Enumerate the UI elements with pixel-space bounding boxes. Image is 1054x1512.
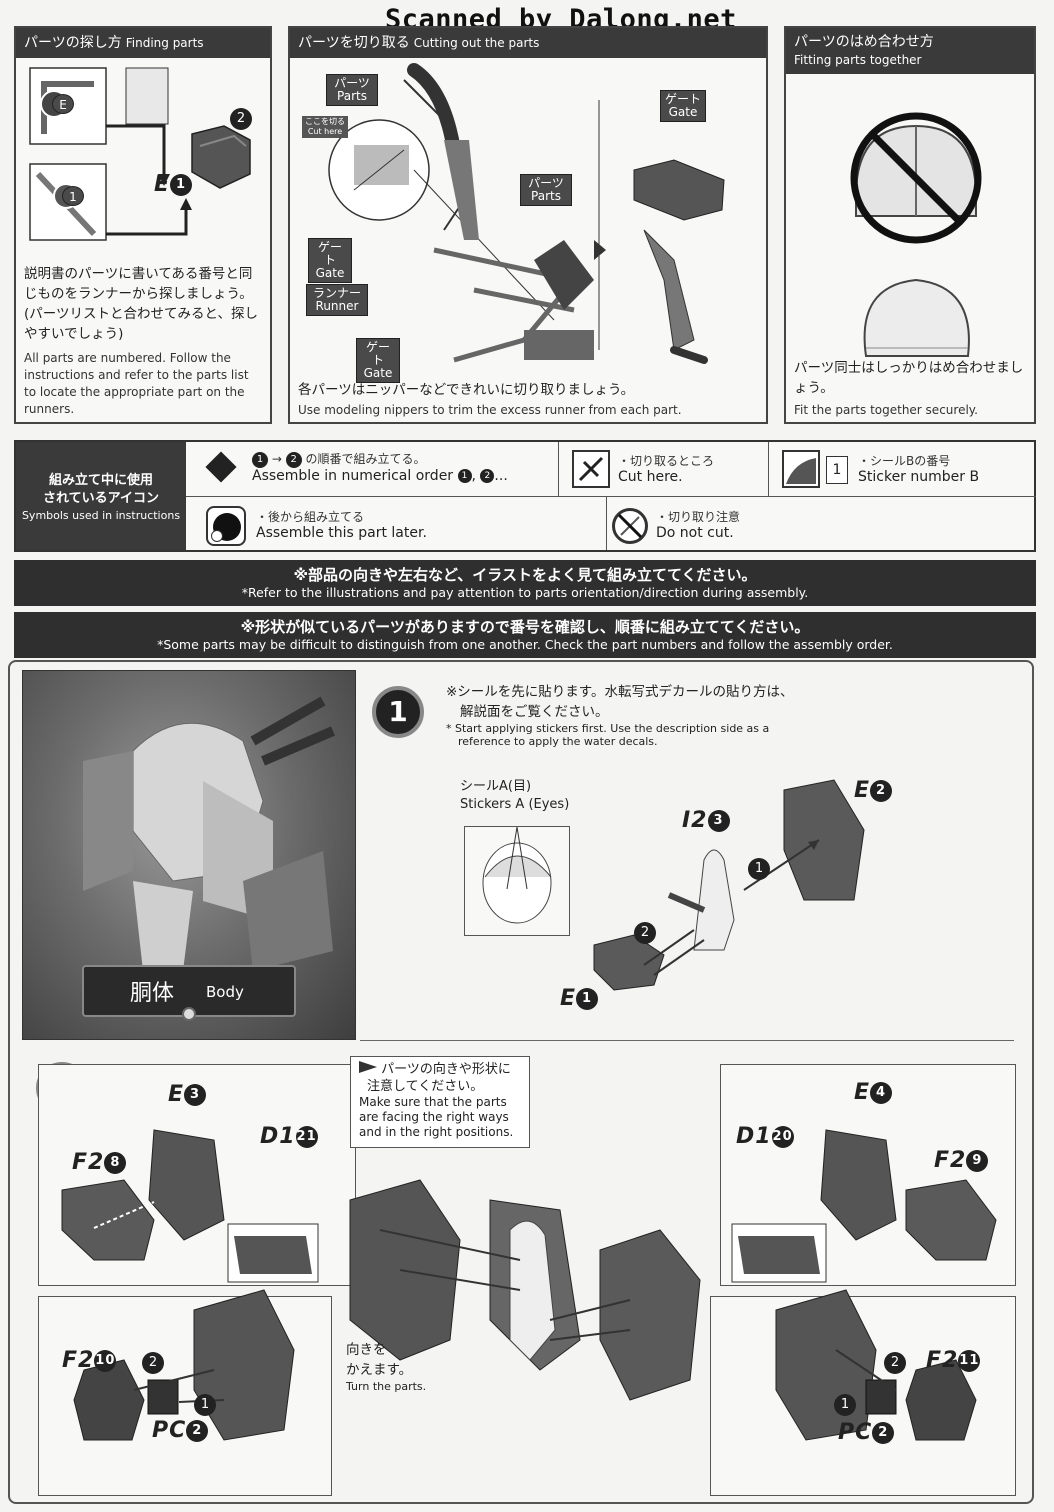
symbols-divider-v2 [768,442,769,496]
cutting-text-en: Use modeling nippers to trim the excess … [298,403,682,417]
cutting-parts-title-en: Cutting out the parts [413,36,540,50]
step1-illustration [593,779,865,991]
sticker-a-label: シールA(目) Stickers A (Eyes) [460,779,570,812]
step2-right-arrow-1: 1 [834,1394,856,1416]
body-label-dot-icon [182,1007,196,1021]
step2-part-d1-21: D121 [260,1124,318,1149]
finding-parts-title-jp: パーツの探し方 [24,35,122,51]
fitting-title-en: Fitting parts together [794,53,922,67]
fitting-text-jp: パーツ同士はしっかりはめ合わせましょう。 [794,360,1024,396]
cutting-parts-title-jp: パーツを切り取る [298,35,410,51]
fitting-parts-panel: パーツのはめ合わせ方 Fitting parts together パーツ同士は… [784,26,1036,424]
caution-line-1: パーツの向きや形状に [359,1061,521,1078]
symbols-table: 組み立て中に使用 されているアイコン Symbols used in instr… [14,440,1036,552]
cutting-illustration [328,63,725,364]
do-not-cut-icon [612,508,648,544]
cutting-text-jp: 各パーツはニッパーなどできれいに切り取りましょう。 [298,382,635,398]
robot-torso-image [83,696,335,971]
turn-parts-note: 向きを かえます。 Turn the parts. [346,1342,427,1393]
assembly-frame [8,660,1034,1504]
sticker-number-box: 1 [826,456,848,484]
runner-illustration [29,67,251,241]
caution-box: パーツの向きや形状に 注意してください。 Make sure that the … [350,1056,530,1148]
symbols-side-label: 組み立て中に使用 されているアイコン Symbols used in instr… [16,442,186,550]
step-divider [360,1040,1014,1041]
cut-here-cell: ・切り取るところ Cut here. [618,454,715,485]
finding-text-en: All parts are numbered. Follow the instr… [24,351,249,416]
runner-e-badge: E [52,94,74,114]
runner-1-badge: 1 [62,186,84,206]
step2-left-arrow-2: 2 [142,1352,164,1374]
assembly-order-banner: ※形状が似ているパーツがありますので番号を確認し、順番に組み立ててください。 *… [14,612,1036,658]
fitting-text-en: Fit the parts together securely. [794,403,978,417]
body-label-jp: 胴体 [130,981,175,1006]
assemble-later-cell: ・後から組み立てる Assemble this part later. [256,510,427,541]
step2-part-d1-20: D120 [736,1124,794,1149]
step1-arrow-1: 1 [748,858,770,880]
step2-left-arrow-1: 1 [194,1394,216,1416]
fitting-title-jp: パーツのはめ合わせ方 [794,34,934,50]
arrow-num-circle: 2 [230,108,252,130]
sticker-head-box [464,826,570,936]
part-num-circle: 1 [170,174,193,196]
do-not-cut-cell: ・切り取り注意 Do not cut. [656,510,741,541]
orientation-banner: ※部品の向きや左右など、イラストをよく見て組み立ててください。 *Refer t… [14,560,1036,606]
sticker-cell: ・シールBの番号 Sticker number B [858,454,980,485]
order-diamond-icon [205,451,237,483]
order-circle-a: 1 [252,451,268,468]
finding-text-jp: 説明書のパーツに書いてある番号と同じものをランナーから探しましょう。(パーツリス… [24,266,258,342]
body-label-en: Body [206,983,244,1001]
order-symbol-cell: 1 → 2 の順番で組み立てる。 Assemble in numerical o… [252,451,508,484]
step-1-number: 1 [372,686,424,738]
caution-flag-icon [359,1061,377,1073]
finding-parts-title-en: Finding parts [125,36,204,50]
step2-left-parts-illustration [61,1129,319,1441]
symbols-divider-h [186,496,1036,497]
step1-note: ※シールを先に貼ります。水転写式デカールの貼り方は、 解説面をご覧ください。 *… [446,684,794,748]
order-circle-b: 2 [285,451,302,468]
fitting-parts-header: パーツのはめ合わせ方 Fitting parts together [786,28,1034,74]
fitting-illustration [850,112,982,357]
step1-arrow-2: 2 [634,922,656,944]
symbols-divider-v3 [606,496,607,550]
body-section-label: 胴体 Body [82,965,296,1021]
assemble-later-icon [206,506,246,546]
step2-part-f2-10: F210 [62,1348,117,1373]
sticker-icon [782,450,820,488]
symbols-divider-v1 [558,442,559,496]
step2-right-arrow-2: 2 [884,1352,906,1374]
step2-right-parts-illustration [731,1129,997,1441]
step2-center-illustration [349,1179,701,1401]
cut-here-icon [572,450,610,488]
step2-part-f2-11: F211 [926,1348,981,1373]
